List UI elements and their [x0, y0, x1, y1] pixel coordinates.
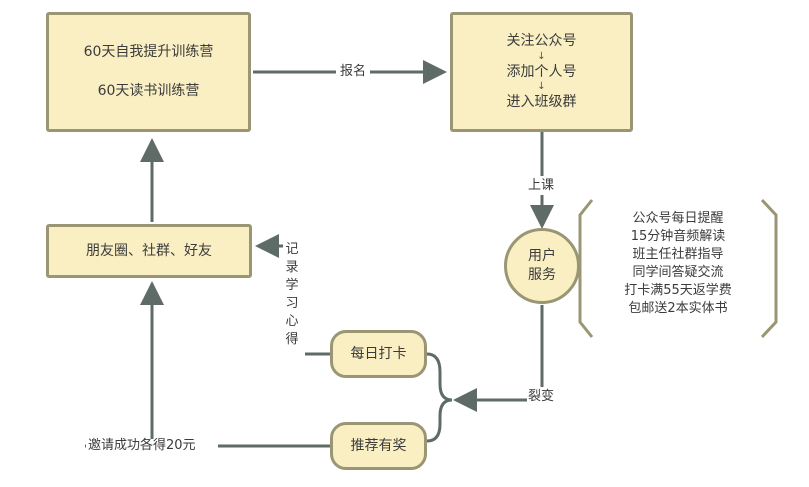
checkin-node: 每日打卡 — [330, 330, 427, 378]
follow-step-2: 添加个人号 — [506, 63, 577, 80]
service-item: 15分钟音频解读 — [630, 229, 726, 244]
fission-line — [453, 305, 544, 412]
referral-node: 推荐有奖 — [330, 422, 427, 470]
checkin-branch — [426, 352, 453, 402]
follow-step-3: 进入班级群 — [506, 94, 577, 111]
service-item: 包邮送2本实体书 — [628, 301, 728, 316]
service-line-2: 服务 — [528, 267, 556, 283]
service-line-1: 用户 — [528, 248, 556, 265]
record-char: 得 — [285, 332, 299, 347]
follow-node: 关注公众号 ↓ 添加个人号 ↓ 进入班级群 — [450, 12, 633, 132]
service-item: 同学间答疑交流 — [632, 265, 724, 280]
record-char: 习 — [285, 296, 299, 311]
camp-line-2: 60天读书训练营 — [97, 83, 200, 99]
service-bracket-right — [760, 198, 778, 339]
camp-node: 60天自我提升训练营 60天读书训练营 — [46, 12, 251, 132]
service-list: 公众号每日提醒 15分钟音频解读 班主任社群指导 同学间答疑交流 打卡满55天返… — [596, 210, 760, 318]
record-char: 记 — [285, 242, 299, 257]
referral-label: 推荐有奖 — [350, 437, 407, 454]
down-arrow-icon: ↓ — [537, 50, 546, 62]
checkin-label: 每日打卡 — [350, 345, 407, 362]
record-label: 记 录 学 习 心 得 — [284, 241, 300, 349]
referral-branch — [426, 398, 453, 443]
social-node: 朋友圈、社群、好友 — [46, 224, 252, 278]
follow-step-1: 关注公众号 — [506, 32, 577, 49]
record-char: 录 — [285, 260, 299, 275]
attend-label: 上课 — [527, 176, 556, 195]
record-char: 学 — [285, 278, 299, 293]
down-arrow-icon: ↓ — [537, 81, 546, 93]
invite-label: 邀请成功各得20元 — [86, 438, 198, 453]
record-char: 心 — [285, 314, 299, 329]
signup-label: 报名 — [336, 65, 371, 78]
service-bracket-left — [578, 199, 594, 338]
social-label: 朋友圈、社群、好友 — [86, 242, 212, 259]
service-item: 打卡满55天返学费 — [624, 283, 732, 298]
camp-line-1: 60天自我提升训练营 — [83, 44, 214, 61]
fission-label: 裂变 — [527, 387, 556, 406]
service-item: 公众号每日提醒 — [632, 211, 724, 226]
service-node: 用户 服务 — [504, 228, 580, 304]
service-item: 班主任社群指导 — [632, 247, 724, 262]
